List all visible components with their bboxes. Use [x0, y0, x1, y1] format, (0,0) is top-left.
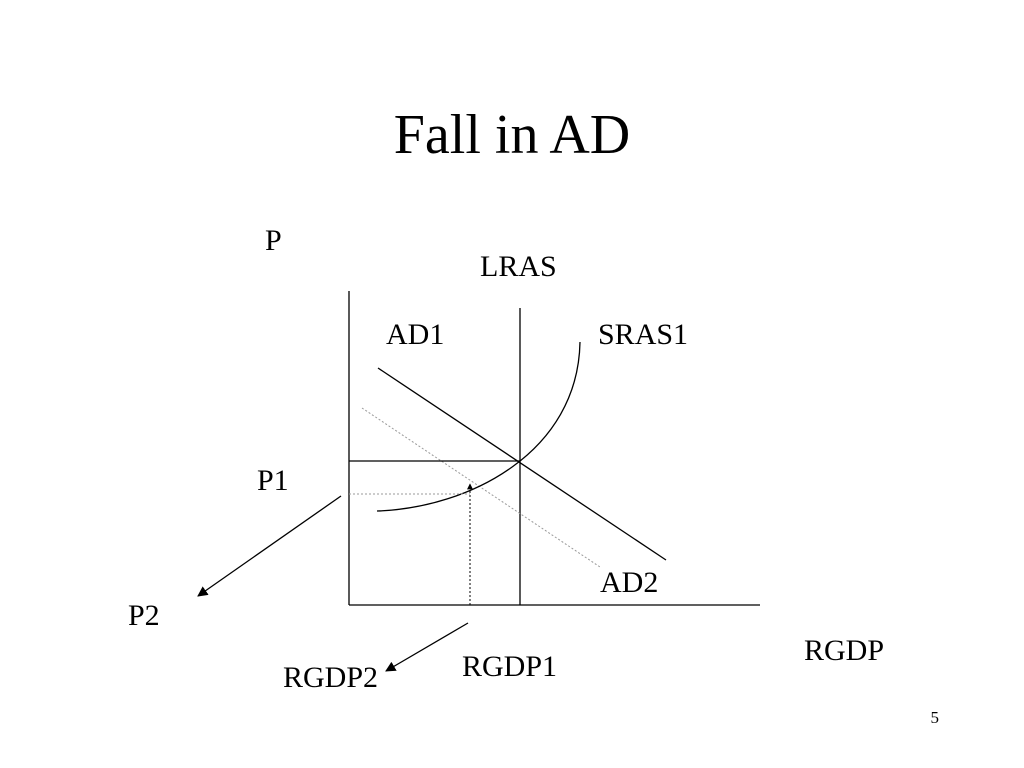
output-axis-label: RGDP [804, 634, 885, 667]
rgdp1-label: RGDP1 [462, 650, 558, 683]
price-axis-label: P [265, 224, 282, 257]
ad1-label: AD1 [386, 318, 445, 351]
price-fall-arrow [197, 495, 342, 597]
page-number: 5 [930, 708, 940, 727]
ad1-curve [377, 367, 667, 561]
rgdp2-label: RGDP2 [283, 661, 379, 694]
sras1-label: SRAS1 [598, 318, 689, 351]
slide-title: Fall in AD [393, 104, 631, 166]
p2-label: P2 [128, 599, 160, 632]
ad2-curve [361, 407, 601, 568]
sras1-curve [376, 341, 581, 512]
p1-label: P1 [257, 464, 289, 497]
lras-label: LRAS [480, 250, 557, 283]
ad2-label: AD2 [600, 566, 659, 599]
output-fall-arrow [385, 622, 469, 672]
